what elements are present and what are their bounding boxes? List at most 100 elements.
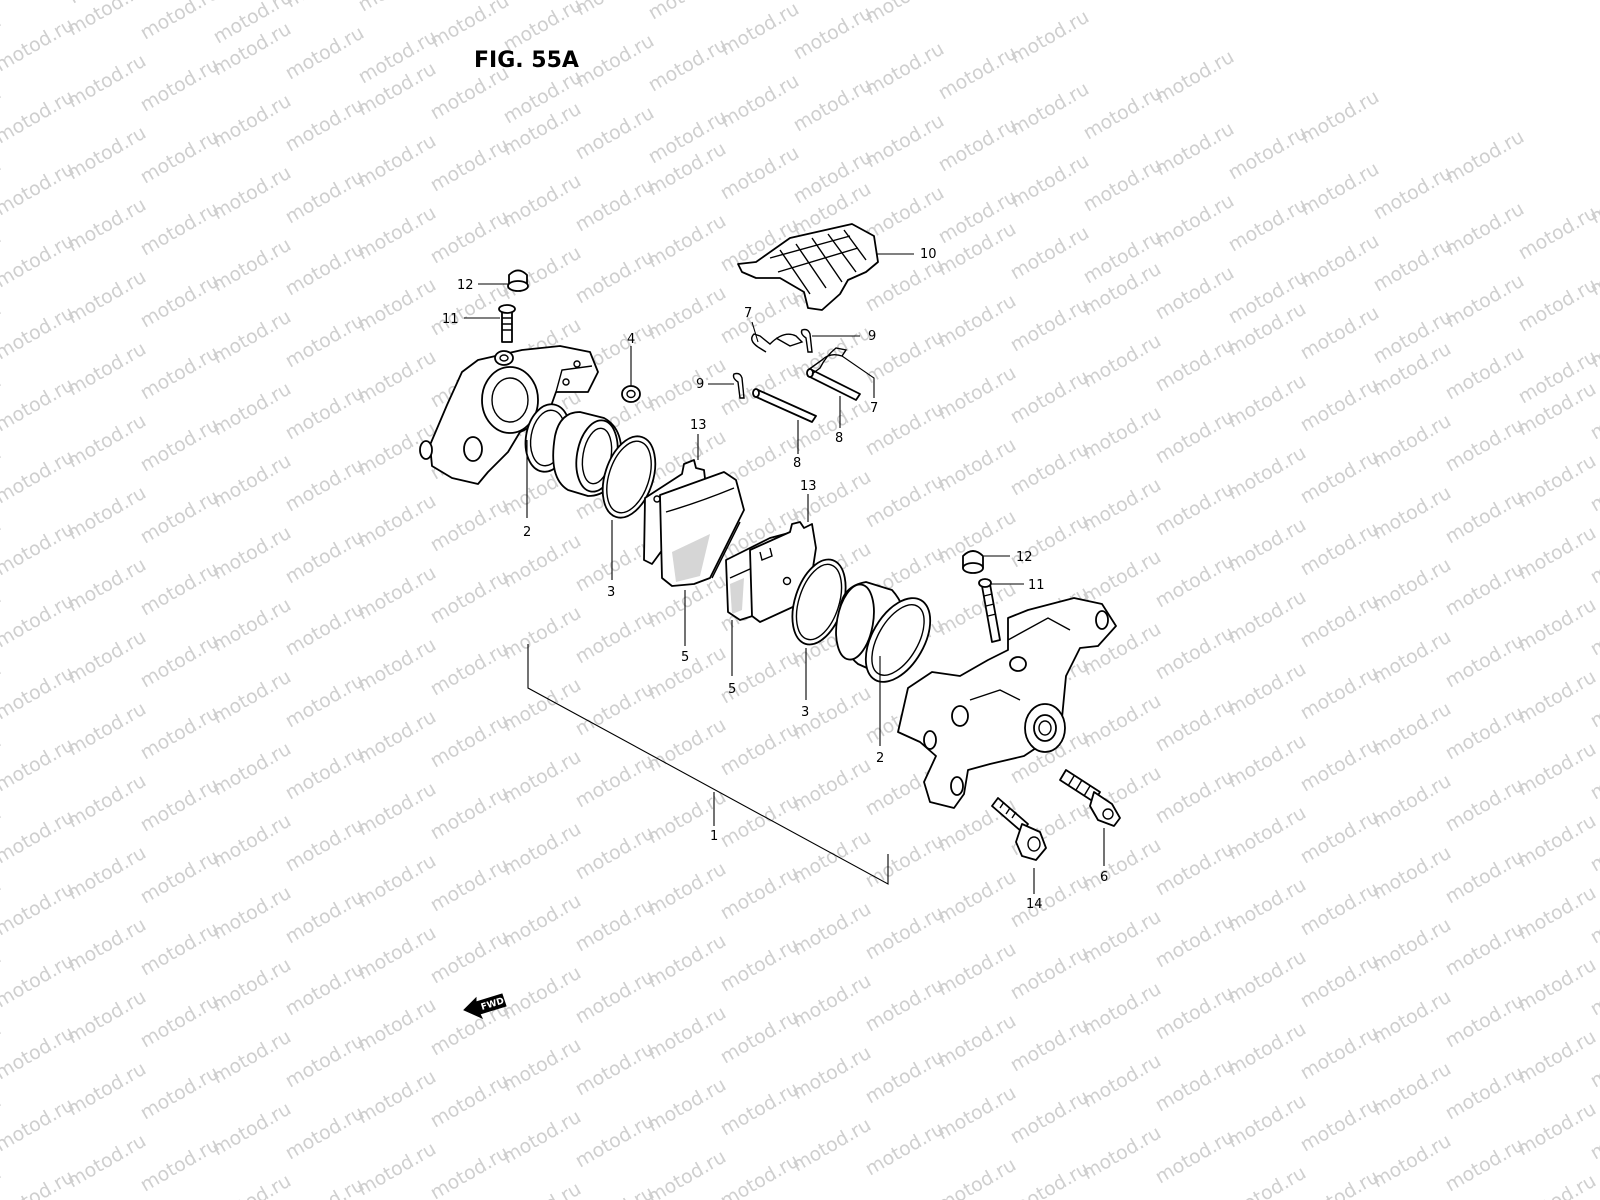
watermark-text: motod.ru bbox=[572, 678, 658, 741]
watermark-text: motod.ru bbox=[0, 446, 78, 509]
watermark-text: motod.ru bbox=[282, 670, 368, 733]
watermark-text: motod.ru bbox=[935, 42, 1021, 105]
figure-title: FIG. 55A bbox=[474, 48, 579, 73]
callout-12-right: 12 bbox=[1016, 550, 1033, 565]
watermark-text: motod.ru bbox=[1514, 1170, 1600, 1200]
watermark-text: motod.ru bbox=[427, 710, 513, 773]
watermark-text: motod.ru bbox=[1224, 1162, 1310, 1200]
bleeder-valve-left bbox=[498, 304, 516, 343]
watermark-text: motod.ru bbox=[1080, 82, 1166, 145]
watermark-text: motod.ru bbox=[137, 0, 223, 44]
watermark-text: motod.ru bbox=[1442, 774, 1528, 837]
watermark-text: motod.ru bbox=[862, 182, 948, 245]
pad-spring-right bbox=[807, 347, 848, 375]
watermark-text: motod.ru bbox=[137, 1134, 223, 1197]
watermark-text: motod.ru bbox=[1370, 162, 1456, 225]
bleeder-cap-left bbox=[507, 269, 529, 292]
watermark-text: motod.ru bbox=[1152, 982, 1238, 1045]
watermark-text: motod.ru bbox=[209, 1170, 295, 1200]
watermark-text: motod.ru bbox=[572, 606, 658, 669]
watermark-text: motod.ru bbox=[1007, 870, 1093, 933]
watermark-text: motod.ru bbox=[1442, 630, 1528, 693]
callout-12-left: 12 bbox=[457, 278, 474, 293]
watermark-text: motod.ru bbox=[717, 862, 803, 925]
watermark-text: motod.ru bbox=[1080, 154, 1166, 217]
watermark-text: motod.ru bbox=[790, 74, 876, 137]
watermark-text: motod.ru bbox=[282, 1030, 368, 1093]
callout-10: 10 bbox=[920, 247, 937, 262]
watermark-text: motod.ru bbox=[282, 958, 368, 1021]
watermark-text: motod.ru bbox=[862, 830, 948, 893]
watermark-text: motod.ru bbox=[572, 1110, 658, 1173]
watermark-text: motod.ru bbox=[0, 518, 78, 581]
watermark-text: motod.ru bbox=[282, 310, 368, 373]
watermark-text: motod.ru bbox=[717, 1078, 803, 1141]
watermark-text: motod.ru bbox=[0, 0, 78, 4]
callout-1: 1 bbox=[710, 829, 718, 844]
callout-11-right: 11 bbox=[1028, 578, 1045, 593]
clip-pin-left bbox=[732, 372, 745, 399]
watermark-text: motod.ru bbox=[137, 414, 223, 477]
watermark-text: motod.ru bbox=[282, 0, 368, 12]
watermark-text: motod.ru bbox=[1297, 374, 1383, 437]
callout-9-right: 9 bbox=[868, 329, 876, 344]
watermark-text: motod.ru bbox=[282, 886, 368, 949]
piston-seal-right bbox=[864, 597, 932, 683]
callout-numbers: 1 2 2 3 3 4 5 5 6 7 7 8 8 9 9 10 11 11 1… bbox=[442, 247, 1108, 912]
watermark-text: motod.ru bbox=[1225, 122, 1311, 185]
watermark-text: motod.ru bbox=[572, 822, 658, 885]
watermark-text: motod.ru bbox=[137, 702, 223, 765]
watermark-text: motod.ru bbox=[0, 302, 78, 365]
watermark-text: motod.ru bbox=[1152, 406, 1238, 469]
watermark-text: motod.ru bbox=[427, 134, 513, 197]
watermark-text: motod.ru bbox=[1007, 366, 1093, 429]
watermark-text: motod.ru bbox=[1515, 274, 1600, 337]
callout-5-right: 5 bbox=[728, 682, 736, 697]
callout-9-left: 9 bbox=[696, 377, 704, 392]
watermark-text: motod.ru bbox=[1297, 878, 1383, 941]
watermark-text: motod.ru bbox=[790, 2, 876, 65]
watermark-text: motod.ru bbox=[1152, 1126, 1238, 1189]
clip-pin-right bbox=[800, 328, 813, 353]
callout-13-left: 13 bbox=[690, 418, 707, 433]
watermark-text: motod.ru bbox=[572, 102, 658, 165]
watermark-text: motod.ru bbox=[1370, 234, 1456, 297]
watermark-text: motod.ru bbox=[282, 814, 368, 877]
watermark-text: motod.ru bbox=[1297, 1094, 1383, 1157]
watermark-text: motod.ru bbox=[0, 1166, 78, 1200]
watermark-text: motod.ru bbox=[0, 374, 78, 437]
watermark-text: motod.ru bbox=[1297, 518, 1383, 581]
watermark-text: motod.ru bbox=[282, 238, 368, 301]
watermark-text: motod.ru bbox=[0, 734, 78, 797]
watermark-text: motod.ru bbox=[0, 662, 78, 725]
watermark-text: motod.ru bbox=[0, 14, 78, 77]
watermark-text: motod.ru bbox=[1297, 1166, 1383, 1200]
watermark-text: motod.ru bbox=[0, 1022, 78, 1085]
watermark-text: motod.ru bbox=[499, 1178, 585, 1200]
watermark-text: motod.ru bbox=[1442, 846, 1528, 909]
callout-5-left: 5 bbox=[681, 650, 689, 665]
watermark-text: motod.ru bbox=[427, 494, 513, 557]
callout-7-left: 7 bbox=[744, 306, 752, 321]
watermark-text: motod.ru bbox=[427, 926, 513, 989]
watermark-text: motod.ru bbox=[717, 790, 803, 853]
watermark-text: motod.ru bbox=[572, 174, 658, 237]
watermark-text: motod.ru bbox=[137, 990, 223, 1053]
watermark-text: motod.ru bbox=[0, 1162, 5, 1200]
watermark-text: motod.ru bbox=[282, 454, 368, 517]
watermark-text: motod.ru bbox=[1007, 942, 1093, 1005]
watermark-text: motod.ru bbox=[1152, 838, 1238, 901]
watermark-text: motod.ru bbox=[0, 950, 78, 1013]
watermark-text: motod.ru bbox=[282, 742, 368, 805]
watermark-text: motod.ru bbox=[427, 782, 513, 845]
watermark-text: motod.ru bbox=[1442, 414, 1528, 477]
watermark-text: motod.ru bbox=[1297, 662, 1383, 725]
watermark-text: motod.ru bbox=[1442, 342, 1528, 405]
watermark-text: motod.ru bbox=[282, 166, 368, 229]
watermark-text: motod.ru bbox=[137, 126, 223, 189]
watermark-text: motod.ru bbox=[137, 630, 223, 693]
watermark-text: motod.ru bbox=[572, 1182, 658, 1200]
watermark-text: motod.ru bbox=[282, 598, 368, 661]
watermark-text: motod.ru bbox=[1225, 194, 1311, 257]
watermark-text: motod.ru bbox=[1297, 734, 1383, 797]
